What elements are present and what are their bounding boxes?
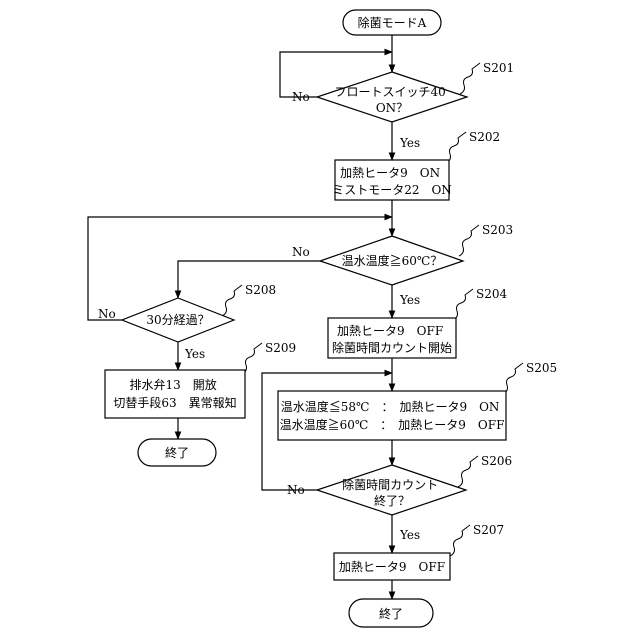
s206-pointer <box>458 456 478 487</box>
s204-pointer <box>453 289 473 320</box>
s206-no-label: No <box>287 483 305 497</box>
start-label: 除菌モードA <box>358 15 427 30</box>
s201-no-label: No <box>292 90 310 104</box>
s205-pointer <box>503 363 523 394</box>
s208-yes-label: Yes <box>184 347 205 361</box>
s207-label: 加熱ヒータ9 OFF <box>339 560 445 574</box>
end2-label: 終了 <box>165 445 189 460</box>
s203-pointer <box>459 225 479 256</box>
s201-yes-label: Yes <box>399 136 420 150</box>
s208-no-label: No <box>98 307 116 321</box>
s204-step-label: S204 <box>476 287 507 301</box>
s205-step-label: S205 <box>526 361 557 375</box>
s202-step-label: S202 <box>469 130 500 144</box>
s203-no-label: No <box>292 245 310 259</box>
s205-process <box>278 391 506 440</box>
s208-label: 30分経過？ <box>146 313 209 327</box>
end-label: 終了 <box>379 606 403 621</box>
s203-label: 温水温度≧60℃？ <box>342 253 443 268</box>
s209-step-label: S209 <box>265 341 296 355</box>
s201-step-label: S201 <box>483 61 514 75</box>
s203-step-label: S203 <box>482 223 513 237</box>
s208-step-label: S208 <box>245 283 276 297</box>
s203-yes-label: Yes <box>399 293 420 307</box>
s206-yes-label: Yes <box>399 528 420 542</box>
s207-pointer <box>450 525 470 556</box>
s207-step-label: S207 <box>473 523 504 537</box>
s202-pointer <box>446 132 466 163</box>
s209-pointer <box>242 343 262 374</box>
s208-pointer <box>222 285 242 316</box>
s206-step-label: S206 <box>481 454 512 468</box>
s201-pointer <box>460 63 480 94</box>
